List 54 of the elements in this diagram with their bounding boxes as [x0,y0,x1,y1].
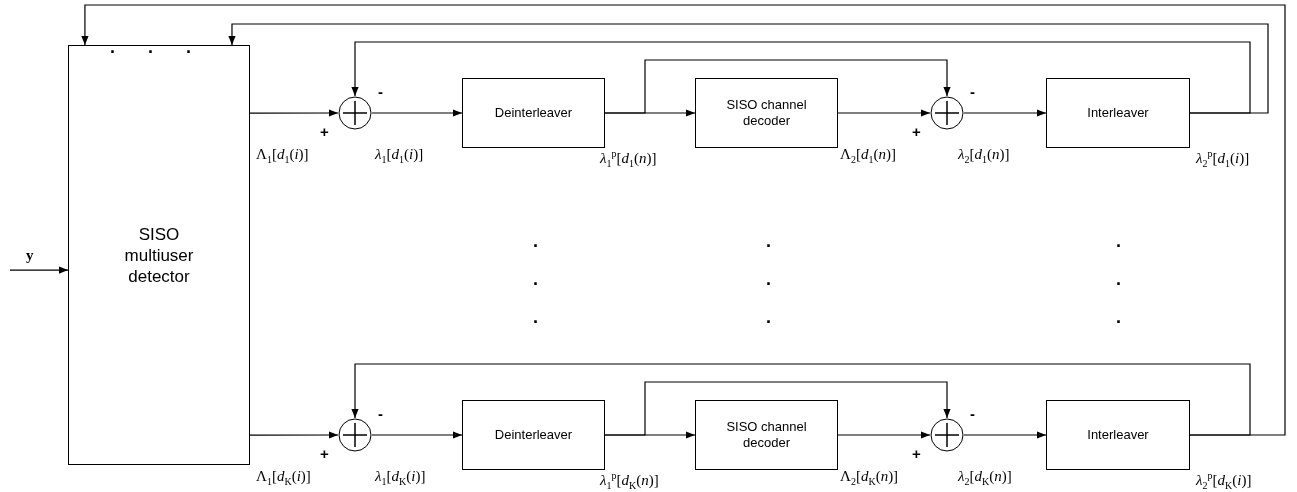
ellipsis-dots: . . . [533,230,539,329]
process-block [695,400,838,470]
sign-label: - [970,84,975,99]
ellipsis-dots: . . . [1116,230,1122,329]
signal-label: Λ$_{1}$[d$_{K}$(i)] [256,467,311,489]
block-label: Interleaver [1087,105,1149,121]
signal-label: λ$_{2}$[d$_{K}$(n)] [958,467,1012,489]
signal-label: Λ$_{2}$[d$_{1}$(n)] [840,145,896,167]
process-block [1046,400,1190,470]
process-block [1046,78,1190,148]
block-label: SISO multiuser detector [123,223,195,287]
arrow [837,109,931,117]
feedback-arrow [351,41,1251,114]
ellipsis-dots: . . . [110,36,205,59]
signal-label: y [26,246,34,265]
process-block [695,78,838,148]
sign-label: + [912,446,921,461]
block-label: SISO channel decoder [725,419,808,451]
arrow [249,109,339,117]
process-block [462,400,605,470]
input-arrow [9,266,69,274]
signal-label: Λ$_{2}$[d$_{K}$(n)] [840,467,899,489]
signal-label: λ$_{2}$$^{p}$[d$_{1}$(i)] [1196,147,1250,171]
sign-label: - [378,84,383,99]
block-label: Deinterleaver [494,105,573,121]
arrow [371,109,463,117]
arrow [963,431,1047,439]
ellipsis-dots: . . . [766,230,772,329]
arrow [837,431,931,439]
block-label: Deinterleaver [494,427,573,443]
feedback-arrow [228,23,1269,114]
sign-label: + [320,446,329,461]
sign-label: + [320,124,329,139]
arrow [604,59,951,114]
process-block [462,78,605,148]
block-label: Interleaver [1087,427,1149,443]
arrow [604,381,951,436]
feedback-arrow [81,4,1286,436]
detector-block [68,45,250,465]
arrow [249,431,339,439]
sign-label: - [378,406,383,421]
arrow [371,431,463,439]
signal-label: Λ$_{1}$[d$_{1}$(i)] [256,145,309,167]
block-label: SISO channel decoder [725,97,808,129]
feedback-arrow [351,363,1251,436]
sign-label: + [912,124,921,139]
signal-label: λ$_{1}$$^{p}$[d$_{1}$(n)] [600,147,657,171]
signal-label: λ$_{2}$$^{p}$[d$_{K}$(i)] [1196,469,1252,492]
arrow [963,109,1047,117]
signal-label: λ$_{1}$[d$_{1}$(i)] [375,145,424,167]
signal-label: λ$_{1}$$^{p}$[d$_{K}$(n)] [600,469,659,492]
sign-label: - [970,406,975,421]
signal-label: λ$_{2}$[d$_{1}$(n)] [958,145,1010,167]
signal-label: λ$_{1}$[d$_{K}$(i)] [375,467,426,489]
